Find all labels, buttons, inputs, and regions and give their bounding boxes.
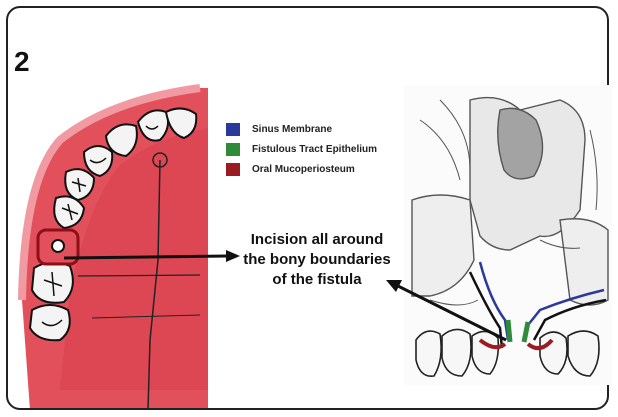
legend-item-fistulous-tract: Fistulous Tract Epithelium [226, 140, 377, 158]
legend-label: Fistulous Tract Epithelium [252, 144, 377, 155]
legend-label: Sinus Membrane [252, 124, 332, 135]
fistula-epithelium-left [508, 320, 510, 342]
legend-swatch-green [226, 143, 240, 156]
caption-line-3: of the fistula [232, 270, 402, 290]
legend-swatch-blue [226, 123, 240, 136]
legend-label: Oral Mucoperiosteum [252, 164, 355, 175]
caption-line-2: the bony boundaries [232, 250, 402, 270]
legend: Sinus Membrane Fistulous Tract Epitheliu… [226, 120, 377, 180]
legend-item-oral-mucoperiosteum: Oral Mucoperiosteum [226, 160, 377, 178]
caption-line-1: Incision all around [232, 230, 402, 250]
legend-item-sinus-membrane: Sinus Membrane [226, 120, 377, 138]
figure-number: 2 [14, 46, 30, 78]
incision-caption: Incision all around the bony boundaries … [232, 230, 402, 290]
legend-swatch-red [226, 163, 240, 176]
